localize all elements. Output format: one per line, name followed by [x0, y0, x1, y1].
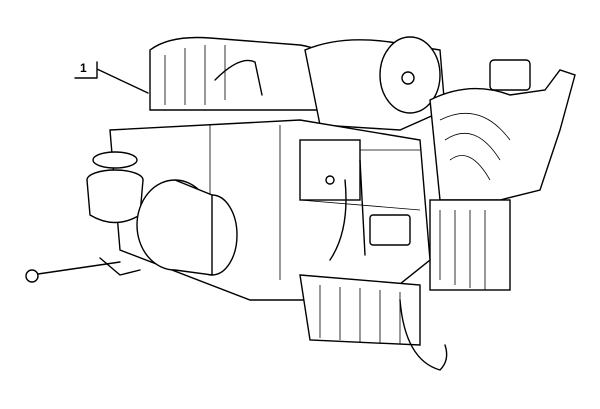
engine-block: [109, 119, 431, 301]
fuel-pump: [86, 151, 144, 224]
dipstick: [25, 257, 141, 283]
blower-housing: [429, 59, 576, 291]
air-intake-cylinder: [304, 36, 446, 131]
oil-filter: [136, 179, 238, 276]
callout-1-leader: [74, 61, 149, 94]
oil-sump: [299, 274, 448, 371]
intake-manifold: [149, 36, 331, 111]
callout-1-label: 1: [80, 61, 87, 75]
